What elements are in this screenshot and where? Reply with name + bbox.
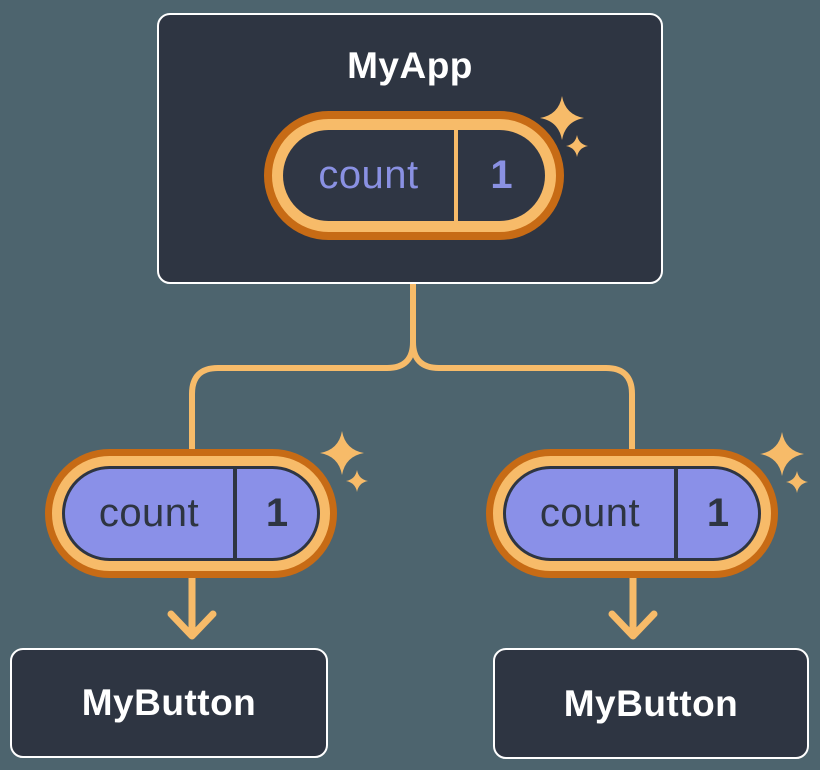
state-pill-left-child: count 1 (45, 449, 337, 578)
state-label: count (318, 153, 419, 197)
sparkle-icon (760, 432, 808, 493)
state-pill-body: count 1 (503, 466, 761, 561)
sparkle-small (786, 471, 808, 493)
state-pill-right-child: count 1 (486, 449, 778, 578)
sparkle-small (566, 135, 588, 157)
sparkle-small (346, 470, 368, 492)
component-title: MyButton (81, 682, 257, 723)
state-label: count (539, 491, 641, 535)
sparkle-large (760, 432, 804, 476)
state-value: 1 (265, 491, 289, 535)
component-title: MyApp (347, 45, 473, 86)
sparkle-large (540, 96, 584, 140)
state-label: count (98, 491, 200, 535)
arrow-right-head (608, 610, 658, 640)
connector-right-branch (410, 339, 635, 461)
component-title: MyButton (563, 682, 739, 724)
sparkle-icon (540, 96, 588, 157)
component-node-button-left: MyButton (10, 648, 328, 758)
state-pill-body: count 1 (283, 130, 545, 221)
state-divider (454, 130, 458, 221)
state-value: 1 (706, 491, 730, 535)
sparkle-large (320, 431, 364, 475)
state-value: 1 (490, 153, 513, 197)
arrow-left-head (167, 610, 217, 640)
state-divider (233, 469, 237, 558)
state-pill-body: count 1 (62, 466, 320, 561)
component-node-button-right: MyButton (493, 648, 809, 759)
sparkle-icon (320, 431, 368, 492)
state-divider (674, 469, 678, 558)
state-pill-root: count 1 (264, 111, 564, 240)
